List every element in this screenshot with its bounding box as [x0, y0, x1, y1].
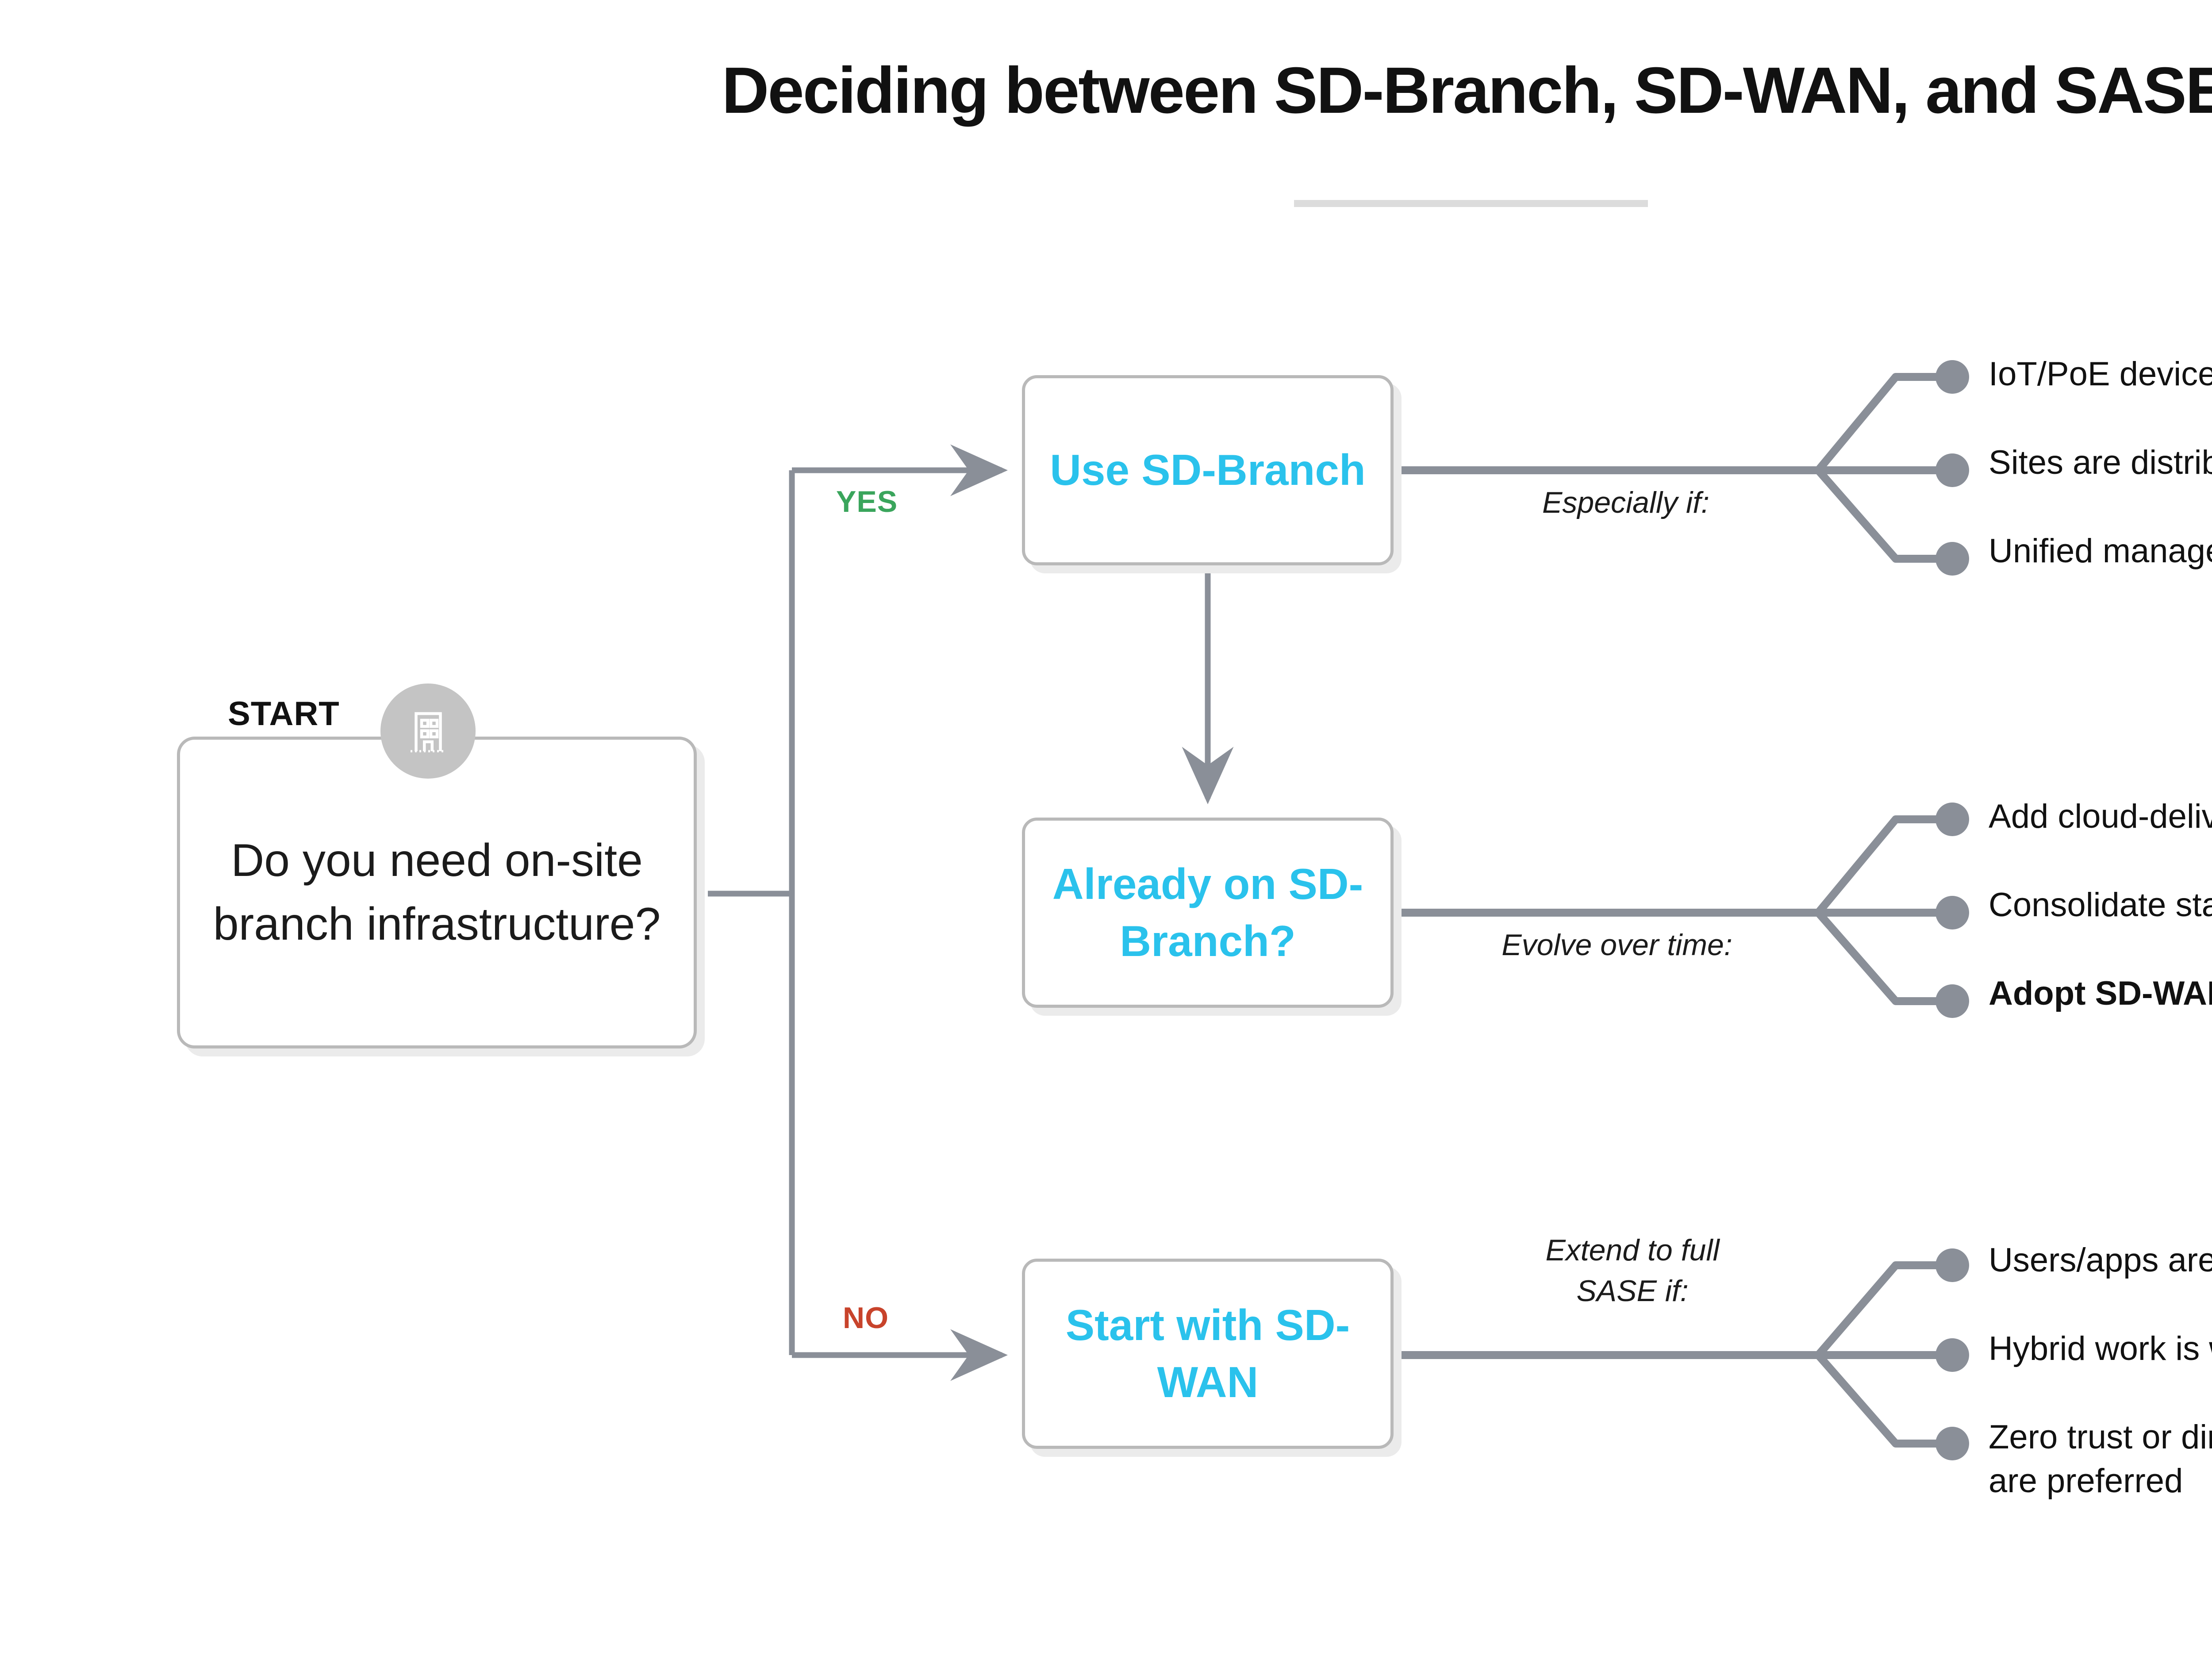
list-item: Consolidate stack	[1989, 886, 2212, 924]
branch-caption-evolve-over-time: Evolve over time:	[1502, 928, 1732, 962]
node-use-sd-branch[interactable]: Use SD-Branch	[1022, 375, 1394, 565]
start-label: START	[228, 695, 340, 733]
list-item: IoT/PoE devices are in use	[1989, 355, 2212, 393]
start-node[interactable]: Do you need on-site branch infrastructur…	[177, 737, 697, 1048]
list-item: Unified management is a priority	[1989, 532, 2212, 570]
node-use-sd-branch-label: Use SD-Branch	[1050, 445, 1366, 495]
edge-label-no: NO	[843, 1301, 889, 1335]
start-question: Do you need on-site branch infrastructur…	[213, 834, 661, 950]
list-item: Hybrid work is widespread	[1989, 1330, 2212, 1367]
branch-caption-extend-to-full-sase: Extend to full SASE if:	[1545, 1233, 1720, 1308]
edge-label-yes: YES	[836, 485, 898, 518]
title-divider	[1294, 200, 1648, 207]
list-item: Sites are distributed	[1989, 444, 2212, 481]
list-item: Adopt SD-WAN/SASE where useful	[1989, 975, 2212, 1012]
building-icon	[410, 712, 446, 752]
list-item: Zero trust or direct-to-app models are p…	[1989, 1418, 2212, 1500]
node-start-with-sd-wan-label: Start with SD-WAN	[1065, 1300, 1350, 1406]
node-already-on-sd-branch[interactable]: Already on SD-Branch?	[1022, 818, 1394, 1008]
branch-caption-especially-if: Especially if:	[1542, 486, 1709, 519]
list-item: Add cloud-delivered security	[1989, 798, 2212, 835]
page-title: Deciding between SD-Branch, SD-WAN, and …	[722, 54, 2212, 127]
node-start-with-sd-wan[interactable]: Start with SD-WAN	[1022, 1259, 1394, 1449]
node-already-on-sd-branch-label: Already on SD-Branch?	[1052, 859, 1363, 965]
list-item: Users/apps are cloud-based	[1989, 1241, 2212, 1279]
start-icon-badge	[380, 684, 476, 779]
